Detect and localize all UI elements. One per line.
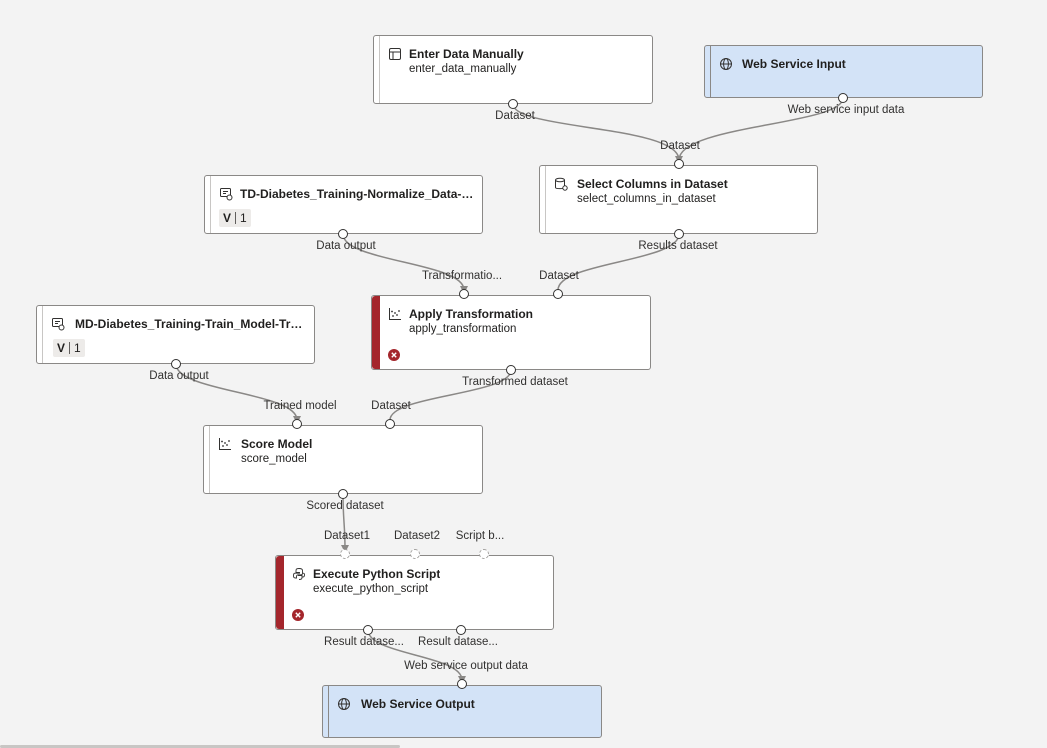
port-td-output[interactable] bbox=[338, 229, 348, 239]
port-label: Web service output data bbox=[404, 660, 528, 672]
node-title: Web Service Input bbox=[742, 57, 846, 71]
node-subtitle: execute_python_script bbox=[313, 583, 429, 595]
port-label: Dataset bbox=[660, 140, 700, 152]
node-title: MD-Diabetes_Training-Train_Model-Trai... bbox=[75, 317, 307, 331]
port-score-output[interactable] bbox=[338, 489, 348, 499]
port-label: Data output bbox=[316, 240, 376, 252]
port-label: Script b... bbox=[455, 530, 505, 542]
port-python-script-bundle-input[interactable] bbox=[479, 549, 489, 559]
port-score-dataset-input[interactable] bbox=[385, 419, 395, 429]
node-title: Select Columns in Dataset bbox=[577, 177, 728, 191]
port-enter-data-output[interactable] bbox=[508, 99, 518, 109]
version-separator bbox=[235, 212, 237, 224]
version-letter: V bbox=[57, 341, 66, 355]
version-number: 1 bbox=[240, 211, 247, 225]
node-title: Enter Data Manually bbox=[409, 47, 524, 61]
port-label: Result datase... bbox=[418, 636, 498, 648]
port-label: Dataset bbox=[495, 110, 535, 122]
port-label: Transformed dataset bbox=[462, 376, 568, 388]
port-label: Dataset bbox=[371, 400, 411, 412]
dataset-icon bbox=[554, 177, 568, 191]
scatter-icon bbox=[218, 437, 232, 451]
port-label: Scored dataset bbox=[306, 500, 384, 512]
scatter-icon bbox=[388, 307, 402, 321]
node-web-service-output[interactable]: Web Service Output bbox=[322, 685, 602, 738]
port-ws-output-input[interactable] bbox=[457, 679, 467, 689]
node-title: Apply Transformation bbox=[409, 307, 534, 321]
globe-icon bbox=[719, 57, 733, 71]
port-label: Dataset1 bbox=[323, 530, 371, 542]
node-title: Score Model bbox=[241, 437, 313, 451]
node-subtitle: select_columns_in_dataset bbox=[577, 193, 716, 205]
port-select-output[interactable] bbox=[674, 229, 684, 239]
python-icon bbox=[292, 567, 306, 581]
port-label: Data output bbox=[149, 370, 209, 382]
port-python-output1[interactable] bbox=[363, 625, 373, 635]
edge-enterdata-select bbox=[512, 103, 683, 164]
port-score-model-input[interactable] bbox=[292, 419, 302, 429]
version-separator bbox=[69, 342, 71, 354]
port-md-output[interactable] bbox=[171, 359, 181, 369]
node-subtitle: apply_transformation bbox=[409, 323, 517, 335]
node-td-diabetes-normalize[interactable]: TD-Diabetes_Training-Normalize_Data-Tr..… bbox=[204, 175, 483, 234]
globe-icon bbox=[337, 697, 351, 711]
node-subtitle: enter_data_manually bbox=[409, 63, 517, 75]
port-label: Results dataset bbox=[638, 240, 718, 252]
port-label: Trained model bbox=[263, 400, 337, 412]
port-ws-input-output[interactable] bbox=[838, 93, 848, 103]
horizontal-scrollbar[interactable] bbox=[0, 745, 400, 748]
node-apply-transformation[interactable]: Apply Transformation apply_transformatio… bbox=[371, 295, 651, 370]
port-python-dataset2-input[interactable] bbox=[410, 549, 420, 559]
port-python-output2[interactable] bbox=[456, 625, 466, 635]
port-label: Dataset bbox=[539, 270, 579, 282]
version-badge: V 1 bbox=[53, 339, 85, 357]
node-execute-python-script[interactable]: Execute Python Script execute_python_scr… bbox=[275, 555, 554, 630]
port-python-dataset1-input[interactable] bbox=[340, 549, 350, 559]
node-enter-data-manually[interactable]: Enter Data Manually enter_data_manually bbox=[373, 35, 653, 104]
pipeline-icon bbox=[219, 187, 233, 201]
error-icon[interactable] bbox=[292, 608, 304, 621]
port-label: Web service input data bbox=[787, 104, 905, 116]
node-score-model[interactable]: Score Model score_model bbox=[203, 425, 483, 494]
dataset-icon bbox=[388, 47, 402, 61]
port-label: Transformatio... bbox=[421, 270, 503, 282]
node-title: Web Service Output bbox=[361, 697, 475, 711]
port-apply-transform-input[interactable] bbox=[459, 289, 469, 299]
node-subtitle: score_model bbox=[241, 453, 307, 465]
port-label: Dataset2 bbox=[393, 530, 441, 542]
node-select-columns[interactable]: Select Columns in Dataset select_columns… bbox=[539, 165, 818, 234]
node-title: TD-Diabetes_Training-Normalize_Data-Tr..… bbox=[240, 187, 475, 201]
node-title: Execute Python Script bbox=[313, 567, 441, 581]
node-web-service-input[interactable]: Web Service Input bbox=[704, 45, 983, 98]
node-md-diabetes-train[interactable]: MD-Diabetes_Training-Train_Model-Trai...… bbox=[36, 305, 315, 364]
version-letter: V bbox=[223, 211, 232, 225]
port-apply-output[interactable] bbox=[506, 365, 516, 375]
port-label: Result datase... bbox=[324, 636, 404, 648]
version-number: 1 bbox=[74, 341, 81, 355]
version-badge: V 1 bbox=[219, 209, 251, 227]
port-apply-dataset-input[interactable] bbox=[553, 289, 563, 299]
pipeline-icon bbox=[51, 317, 65, 331]
error-icon[interactable] bbox=[388, 348, 400, 361]
port-select-input[interactable] bbox=[674, 159, 684, 169]
